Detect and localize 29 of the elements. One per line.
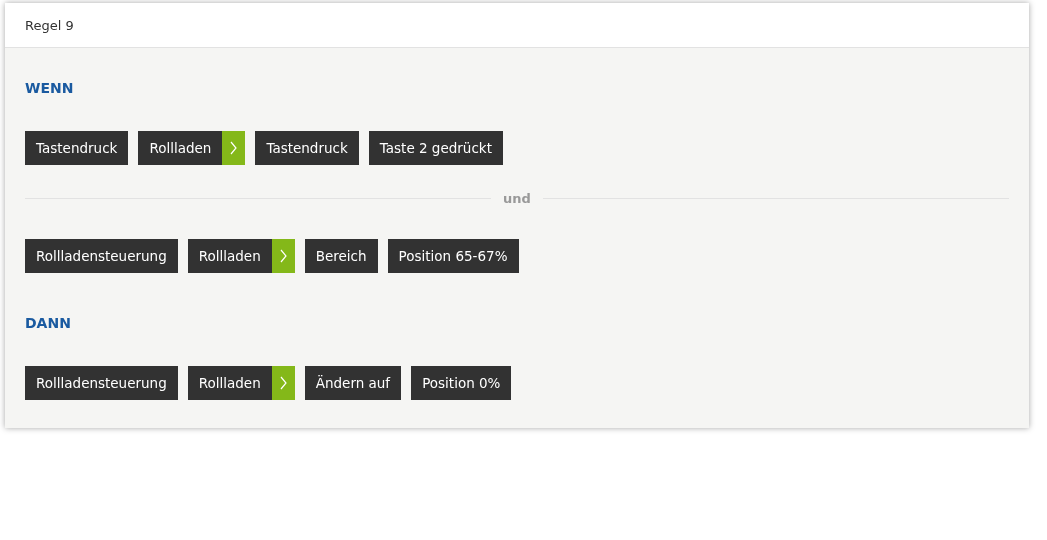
tag-label: Rollladen (149, 140, 213, 156)
section-heading: DANN (25, 314, 71, 332)
tag-label: Tastendruck (266, 140, 348, 156)
condition-tag (368, 131, 503, 165)
condition-tag (187, 239, 295, 273)
condition-tag (25, 239, 178, 273)
tag-label: Ändern auf (315, 375, 391, 391)
condition-tag (255, 131, 359, 165)
tag-label: Taste 2 gedrückt (379, 140, 492, 156)
condition-tag (304, 366, 402, 400)
tag-label: Rollladen (198, 375, 262, 391)
condition-tag (411, 366, 512, 400)
conjunction-label: und (502, 190, 532, 206)
tag-label: Position 65-67% (398, 248, 508, 264)
condition-tag (304, 239, 378, 273)
tag-label: Position 0% (422, 375, 501, 391)
condition-tag (138, 131, 246, 165)
tag-label: Rollladensteuerung (36, 248, 167, 264)
tag-label: Rollladen (198, 248, 262, 264)
section-heading: WENN (25, 79, 74, 97)
tag-label: Rollladensteuerung (36, 375, 167, 391)
rule-title: Regel 9 (25, 17, 74, 33)
condition-tag (25, 366, 178, 400)
rule-card (5, 3, 1029, 428)
condition-tag (25, 131, 129, 165)
condition-tag (187, 366, 295, 400)
tag-label: Tastendruck (36, 140, 118, 156)
condition-tag (387, 239, 519, 273)
tag-label: Bereich (315, 248, 367, 264)
